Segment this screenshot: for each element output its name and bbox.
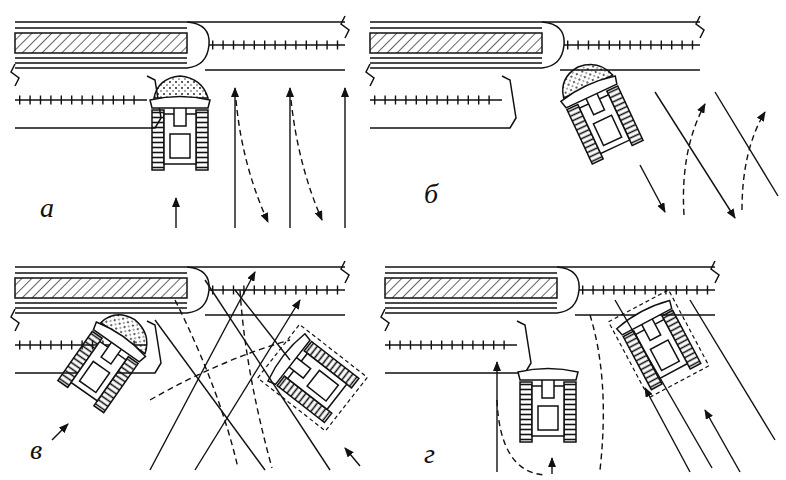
movement-paths [176,88,345,228]
movement-paths [640,92,778,218]
movement-paths [497,300,775,475]
panel-letter: б [424,180,438,208]
panel-letter: в [30,436,42,464]
dozer-c [56,302,159,413]
dozer-d [518,369,578,443]
dozer-b [551,54,645,165]
panel-letter: а [40,194,54,222]
movement-paths [52,272,360,470]
dozer-a [150,76,210,170]
road-section [366,16,704,128]
panel-letter: г [424,440,435,468]
